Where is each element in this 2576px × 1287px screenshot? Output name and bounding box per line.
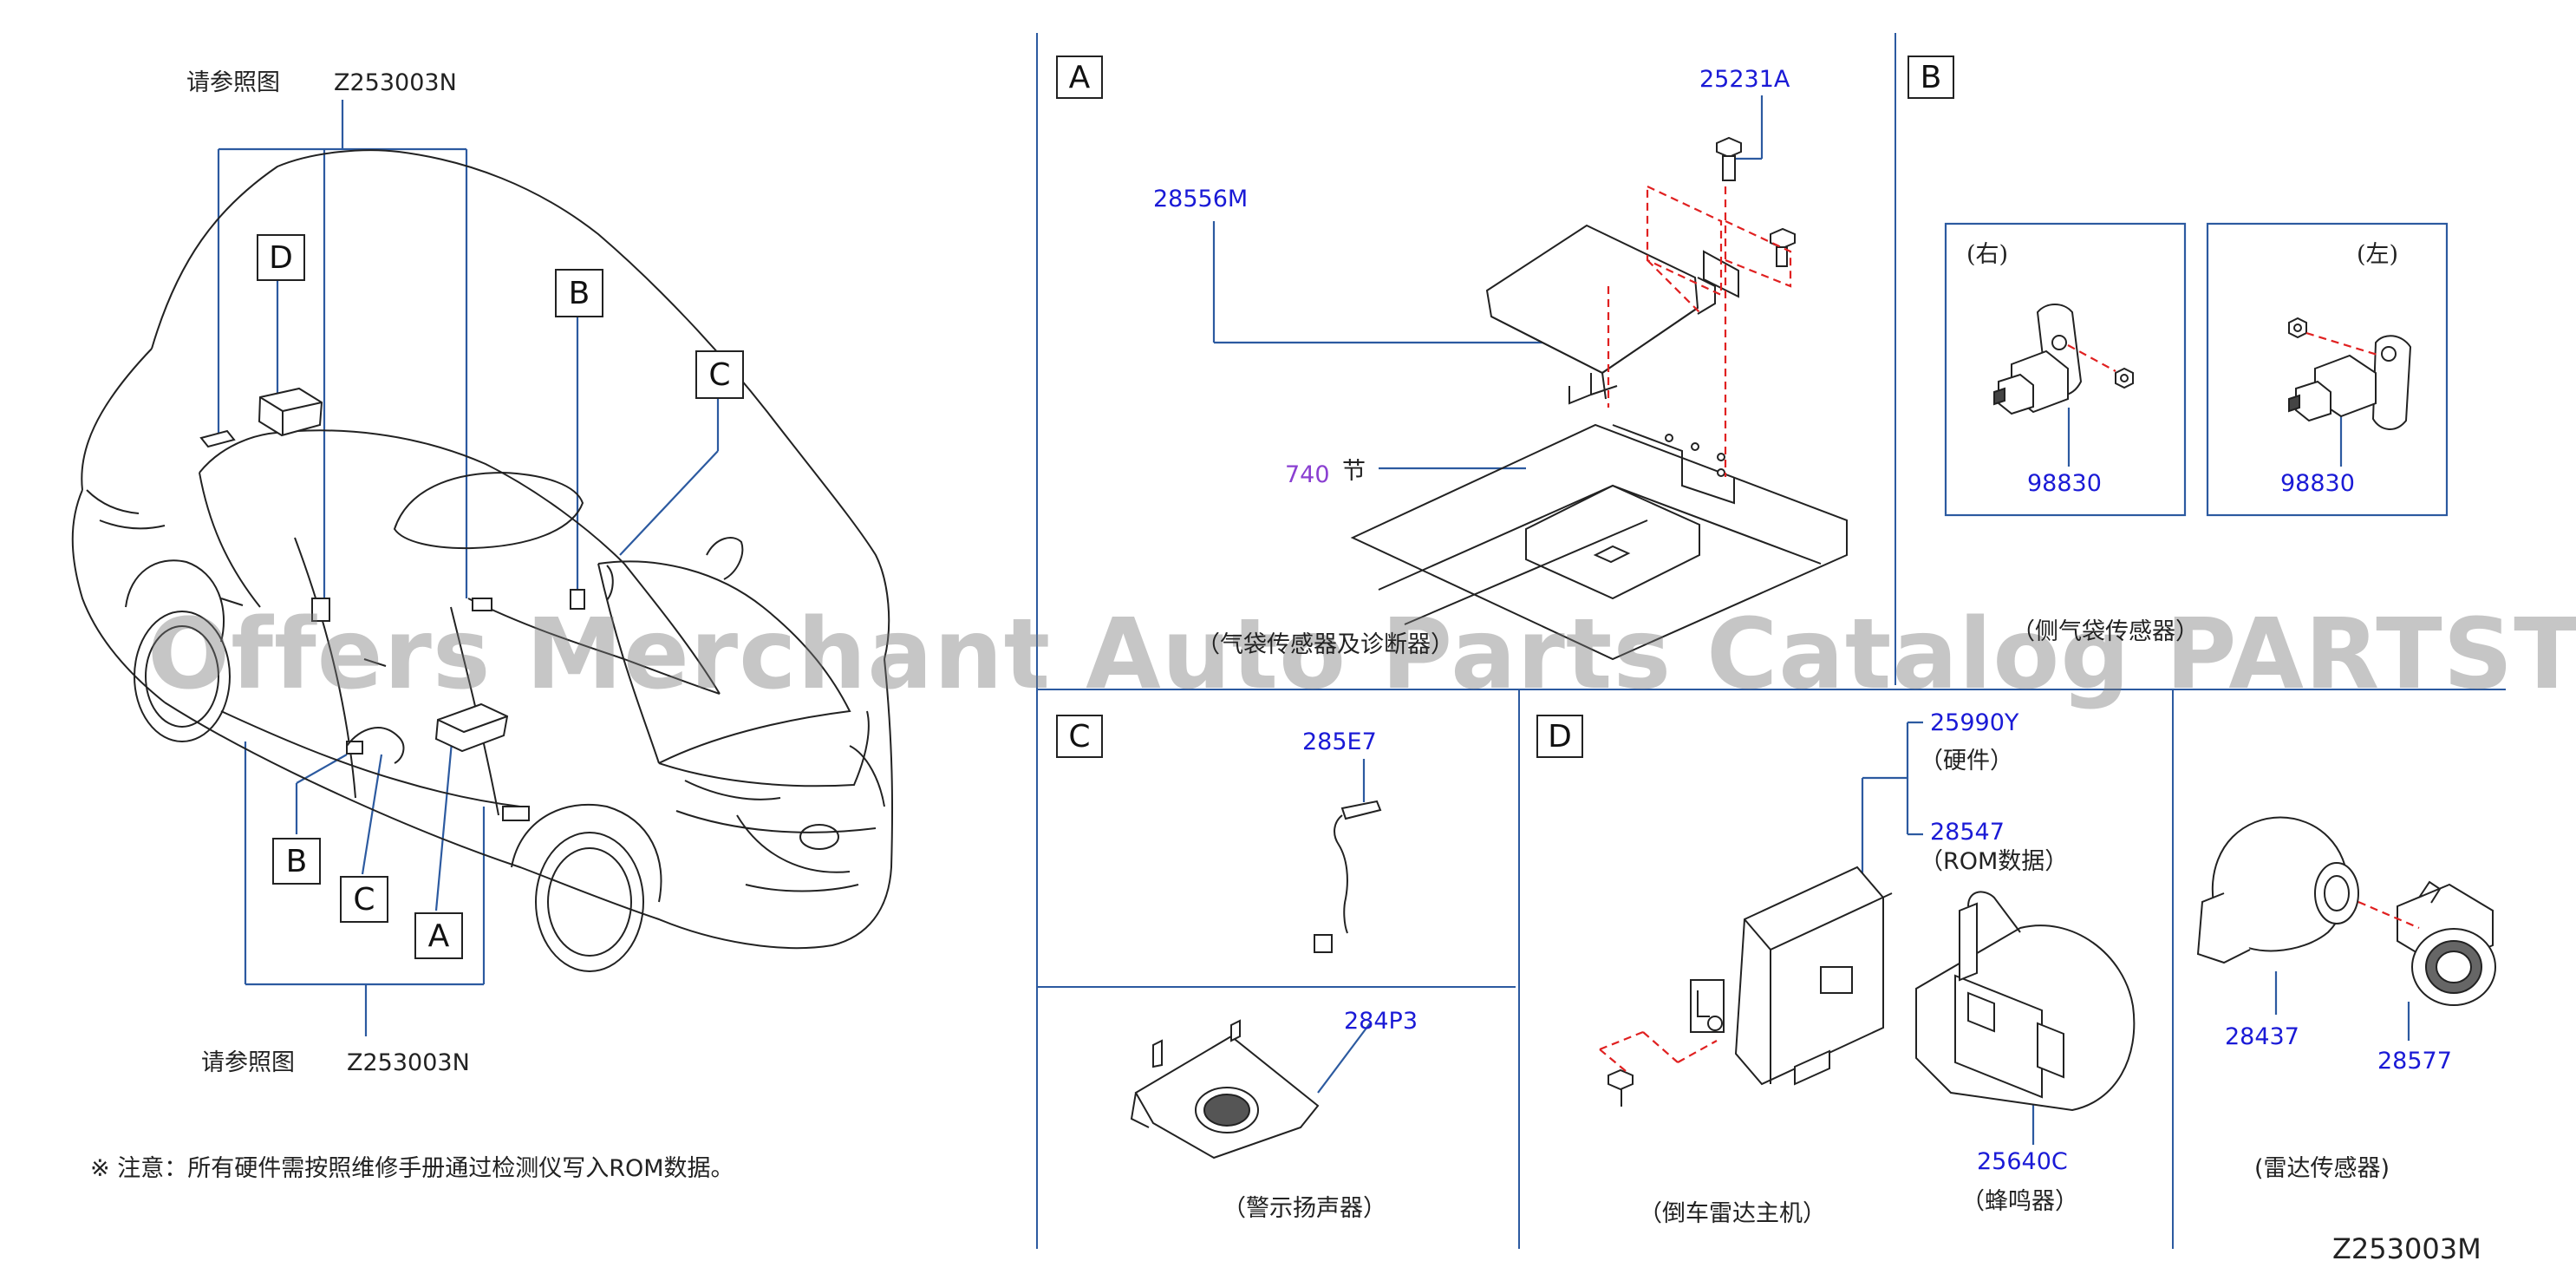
panel-b-caption: （侧气袋传感器） bbox=[2012, 618, 2199, 645]
callout-c-top[interactable]: C bbox=[695, 350, 744, 399]
panel-b-drawing bbox=[1944, 222, 2449, 517]
panel-dividers bbox=[1036, 33, 2506, 1249]
callout-d[interactable]: D bbox=[257, 234, 305, 281]
panel-a-caption: （气袋传感器及诊断器） bbox=[1197, 631, 1454, 658]
installation-note: ※ 注意：所有硬件需按照维修手册通过检测仪写入ROM数据。 bbox=[90, 1155, 734, 1182]
part-25231a[interactable]: 25231A bbox=[1699, 66, 1790, 93]
diagram-code: Z253003M bbox=[2332, 1232, 2481, 1265]
panel-a-drawing bbox=[1212, 95, 1848, 661]
callout-a-bottom[interactable]: A bbox=[414, 912, 463, 959]
part-284p3[interactable]: 284P3 bbox=[1344, 1008, 1418, 1035]
right-side-label: (右) bbox=[1966, 241, 2009, 268]
buzzer-label: （蜂鸣器） bbox=[1961, 1188, 2078, 1215]
panel-d-tag: D bbox=[1536, 715, 1583, 758]
part-28547[interactable]: 28547 bbox=[1930, 819, 2005, 846]
callout-b-top[interactable]: B bbox=[555, 269, 603, 317]
part-285e7[interactable]: 285E7 bbox=[1302, 728, 1377, 755]
car-outline bbox=[71, 149, 894, 972]
ref-top-code[interactable]: Z253003N bbox=[334, 69, 457, 96]
part-98830-left[interactable]: 98830 bbox=[2280, 470, 2355, 497]
sensor-drawing bbox=[2196, 816, 2496, 1041]
part-25640c[interactable]: 25640C bbox=[1977, 1148, 2068, 1175]
panel-c-caption: （警示扬声器） bbox=[1223, 1195, 1386, 1222]
panel-d-caption: （倒车雷达主机） bbox=[1639, 1200, 1826, 1227]
panel-d-drawing bbox=[1599, 721, 2136, 1145]
rom-data-label: （ROM数据） bbox=[1920, 848, 2069, 875]
part-98830-right[interactable]: 98830 bbox=[2027, 470, 2102, 497]
panel-sensor-caption: (雷达传感器) bbox=[2254, 1155, 2390, 1182]
panel-c-drawing bbox=[1130, 759, 1382, 1160]
left-side-label: (左) bbox=[2357, 241, 2399, 268]
callout-b-bottom[interactable]: B bbox=[272, 838, 321, 885]
ref-top-label: 请参照图 bbox=[186, 69, 280, 96]
watermark: Offers Merchant Auto Parts Catalog PARTS… bbox=[147, 598, 2576, 711]
panel-a-tag: A bbox=[1056, 56, 1103, 99]
part-28577[interactable]: 28577 bbox=[2377, 1048, 2452, 1075]
car-components bbox=[199, 387, 585, 821]
section-740-label: 节 bbox=[1342, 458, 1366, 485]
section-740-number[interactable]: 740 bbox=[1285, 461, 1330, 488]
panel-b-tag: B bbox=[1908, 56, 1954, 99]
panel-c-tag: C bbox=[1056, 715, 1103, 758]
ref-bottom-label: 请参照图 bbox=[201, 1049, 295, 1076]
car-harness bbox=[346, 565, 614, 764]
part-28556m[interactable]: 28556M bbox=[1153, 186, 1249, 212]
part-28437[interactable]: 28437 bbox=[2225, 1023, 2299, 1050]
hardware-label: （硬件） bbox=[1920, 748, 2013, 774]
callout-c-bottom[interactable]: C bbox=[340, 876, 388, 923]
ref-bottom-code[interactable]: Z253003N bbox=[347, 1049, 470, 1076]
part-25990y[interactable]: 25990Y bbox=[1930, 709, 2019, 736]
